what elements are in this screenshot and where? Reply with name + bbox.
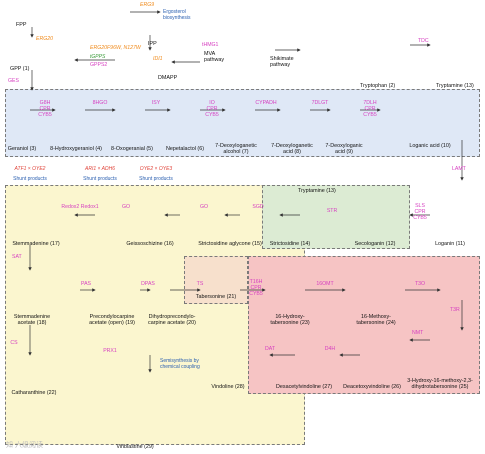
label-stemmadenine: Stemmadenine (17) bbox=[12, 241, 60, 247]
enzyme-isy: ISY bbox=[151, 100, 161, 106]
label-dihydrotab: 3-Hydroxy-16-methoxy-2,3- dihydrotaberso… bbox=[407, 378, 473, 390]
label-loganicacid: Loganic acid (10) bbox=[409, 143, 451, 149]
label-ergosterol: Ergosterol biosynthesis bbox=[163, 9, 191, 21]
shunt-products-3: Shunt products bbox=[139, 176, 173, 182]
enzyme-erg20: ERG20 bbox=[36, 36, 54, 42]
enzyme-8hgo: 8HGO bbox=[92, 100, 108, 106]
semisynthesis-note: Semisynthesis by chemical coupling bbox=[160, 358, 200, 370]
enzyme-16omt: 16OMT bbox=[316, 281, 334, 287]
vindoline-panel bbox=[248, 256, 480, 394]
enzyme-thmg1: tHMG1 bbox=[202, 42, 219, 48]
enzyme-tgpps: tGPPS bbox=[90, 54, 106, 60]
strictosidine-panel bbox=[262, 185, 410, 249]
enzyme-cypadh: CYPADH bbox=[255, 100, 277, 106]
iridoid-panel bbox=[5, 89, 480, 157]
label-dihydroprecondyl: Dihydroprecondylo- carpine acetate (20) bbox=[148, 314, 196, 326]
label-deacetyl: Desacetylvindoline (27) bbox=[275, 384, 333, 390]
enzyme-dpas: DPAS bbox=[141, 281, 155, 287]
enzyme-7dlgt: 7DLGT bbox=[311, 100, 329, 106]
label-mva: MVA pathway bbox=[204, 51, 225, 63]
shunt-products-1: Shunt products bbox=[13, 176, 47, 182]
label-shikimate: Shikimate pathway bbox=[270, 56, 294, 68]
tabersonine-panel bbox=[184, 256, 248, 304]
enzyme-sat: SAT bbox=[12, 254, 22, 260]
enzyme-go2: GO bbox=[121, 204, 131, 210]
enzyme-redox: Redox2 Redox1 bbox=[61, 204, 99, 210]
enzyme-dat: DAT bbox=[265, 346, 275, 352]
label-methoxytab: 16-Methoxy- tabersonine (24) bbox=[356, 314, 396, 326]
label-deoxyacid: 7-Deoxyloganetic acid (8) bbox=[271, 143, 313, 155]
label-geraniol: Geraniol (3) bbox=[7, 146, 37, 152]
enzyme-erg9: ERG9 bbox=[140, 2, 155, 8]
enzyme-prx1: PRX1 bbox=[103, 348, 117, 354]
label-gpp: GPP (1) bbox=[10, 66, 30, 72]
label-vinblastine: Vinblastine (29) bbox=[116, 444, 154, 450]
label-ipp: IPP bbox=[148, 41, 157, 47]
label-vindoline: Vindoline (28) bbox=[211, 384, 245, 390]
enzyme-nmt: NMT bbox=[412, 330, 424, 336]
label-tryptamine13: Tryptamine (13) bbox=[298, 188, 336, 194]
label-deoxyalcohol: 7-Deoxyloganetic alcohol (7) bbox=[215, 143, 257, 155]
label-tryptophan: Tryptophan (2) bbox=[360, 83, 396, 89]
label-stemacetate: Stemmadenine acetate (18) bbox=[13, 314, 51, 326]
label-loganin: Loganin (11) bbox=[435, 241, 465, 247]
label-hydroxytab: 16-Hydroxy- tabersonine (23) bbox=[270, 314, 310, 326]
label-nepetalactol: Nepetalactol (6) bbox=[165, 146, 205, 152]
enzyme-str: STR bbox=[326, 208, 338, 214]
shunt-ari1: ARI1 × ADH6 bbox=[85, 166, 115, 172]
label-dmapp: DMAPP bbox=[158, 75, 178, 81]
label-tryptamine: Tryptamine (13) bbox=[436, 83, 474, 89]
enzyme-ts: TS bbox=[196, 281, 204, 287]
label-aglycone: Strictosidine aglycone (15) bbox=[198, 241, 262, 247]
label-oxogeranial: 8-Oxogeranial (5) bbox=[111, 146, 153, 152]
label-hydroxygeraniol: 8-Hydroxygeraniol (4) bbox=[50, 146, 102, 152]
shunt-oye: OYE2 × OYE3 bbox=[139, 166, 173, 172]
shunt-products-2: Shunt products bbox=[83, 176, 117, 182]
enzyme-pas: PAS bbox=[81, 281, 91, 287]
label-geissoschizine: Geissoschizine (16) bbox=[126, 241, 174, 247]
label-catharanthine: Catharanthine (22) bbox=[11, 390, 57, 396]
enzyme-go: GO bbox=[199, 204, 209, 210]
enzyme-sgd: SGD bbox=[252, 204, 264, 210]
label-deoxylogacid: 7-Deoxyloganic acid (9) bbox=[325, 143, 363, 155]
enzyme-cs: CS bbox=[10, 340, 18, 346]
enzyme-t3o: T3O bbox=[414, 281, 426, 287]
label-strictosidine: Strictosidine (14) bbox=[269, 241, 311, 247]
label-deacetoxy: Deacetoxyvindoline (26) bbox=[343, 384, 401, 390]
watermark: 知 六级阅读 bbox=[6, 442, 43, 449]
enzyme-gpps2: GPPS2 bbox=[90, 62, 108, 68]
enzyme-d4h: D4H bbox=[324, 346, 336, 352]
enzyme-erg20mut: ERG20F96W, N127W bbox=[90, 45, 141, 51]
enzyme-tdc: TDC bbox=[418, 38, 429, 44]
label-tabersonine: Tabersonine (21) bbox=[195, 294, 237, 300]
enzyme-idi1: IDI1 bbox=[153, 56, 163, 62]
enzyme-t3r: T3R bbox=[450, 307, 460, 313]
shunt-atf1: ATF1 × OYE2 bbox=[14, 166, 46, 172]
label-precondyl: Precondylocarpine acetate (open) (19) bbox=[89, 314, 135, 326]
enzyme-lamt: LAMT bbox=[452, 166, 466, 172]
label-secologanin: Secologanin (12) bbox=[354, 241, 396, 247]
enzyme-ges: GES bbox=[8, 78, 19, 84]
label-fpp: FPP bbox=[16, 22, 27, 28]
